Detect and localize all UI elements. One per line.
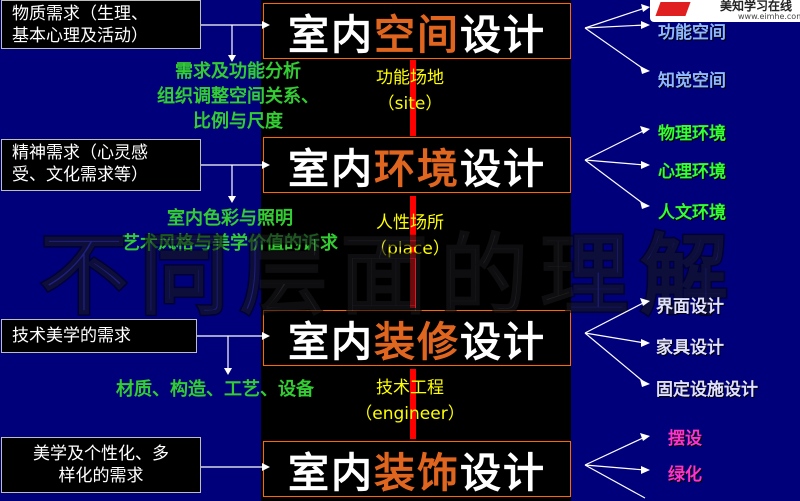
item-perceptual-space: 知觉空间 [658, 71, 726, 91]
place-note: 人性场所 （place） [350, 210, 470, 262]
connector-line-1 [410, 60, 416, 136]
note-line: 组织调整空间关系、 [157, 86, 319, 107]
title-suffix: 设计 [460, 145, 546, 193]
item-cultural-environment: 人文环境 [658, 203, 726, 223]
title-prefix: 室内 [288, 145, 374, 193]
title-renovation-design: 室内装修设计 [263, 310, 571, 366]
connector-line-2 [410, 196, 416, 308]
need-text: 基本心理及活动） [12, 26, 148, 46]
need-text: 物质需求（生理、 [12, 4, 148, 24]
note-line: 功能场地 [376, 68, 444, 88]
note-line: 室内色彩与照明 [167, 208, 293, 229]
note-line: （site） [377, 94, 443, 114]
item-furnishing: 摆设 [668, 429, 702, 449]
note-line: 技术工程 [376, 378, 444, 398]
item-greenery: 绿化 [668, 465, 702, 485]
need-text: 精神需求（心灵感 [12, 143, 148, 163]
need-box-material: 物质需求（生理、 基本心理及活动） [1, 0, 201, 49]
note-line: （engineer） [355, 404, 465, 424]
need-box-spiritual: 精神需求（心灵感 受、文化需求等） [1, 139, 201, 191]
need-box-technical: 技术美学的需求 [1, 319, 197, 353]
item-physical-environment: 物理环境 [658, 124, 726, 144]
item-functional-space: 功能空间 [658, 23, 726, 43]
title-suffix: 设计 [460, 11, 546, 59]
need-text: 样化的需求 [58, 466, 144, 486]
need-text: 技术美学的需求 [12, 326, 131, 346]
connector-line-3 [410, 369, 416, 439]
item-interface-design: 界面设计 [656, 297, 724, 317]
engineer-note: 技术工程 （engineer） [340, 375, 480, 427]
title-prefix: 室内 [288, 318, 374, 366]
title-highlight: 装饰 [374, 449, 460, 497]
analysis-note-1: 需求及功能分析 组织调整空间关系、 比例与尺度 [128, 59, 348, 134]
logo-text: 美知学习在线 [720, 0, 793, 13]
need-text: 美学及个性化、多 [33, 444, 169, 464]
site-logo: 美知学习在线 www.eimhe.com [650, 0, 800, 22]
note-line: 比例与尺度 [193, 111, 283, 132]
item-fixtures-design: 固定设施设计 [656, 380, 758, 400]
item-psychological-environment: 心理环境 [658, 162, 726, 182]
analysis-note-3: 材质、构造、工艺、设备 [90, 377, 340, 402]
center-column [261, 0, 571, 501]
title-highlight: 空间 [374, 11, 460, 59]
item-furniture-design: 家具设计 [656, 338, 724, 358]
need-box-aesthetic: 美学及个性化、多 样化的需求 [1, 437, 201, 493]
title-suffix: 设计 [460, 449, 546, 497]
note-line: 艺术风格与美学价值的诉求 [122, 233, 338, 254]
title-highlight: 装修 [374, 318, 460, 366]
site-note: 功能场地 （site） [350, 65, 470, 117]
note-line: 人性场所 [376, 213, 444, 233]
title-space-design: 室内空间设计 [263, 3, 571, 59]
note-line: 材质、构造、工艺、设备 [116, 379, 314, 400]
title-environment-design: 室内环境设计 [263, 137, 571, 193]
title-highlight: 环境 [374, 145, 460, 193]
note-line: （place） [370, 239, 450, 259]
title-prefix: 室内 [288, 449, 374, 497]
note-line: 需求及功能分析 [175, 61, 301, 82]
logo-url: www.eimhe.com [738, 12, 800, 21]
title-prefix: 室内 [288, 11, 374, 59]
analysis-note-2: 室内色彩与照明 艺术风格与美学价值的诉求 [100, 206, 360, 256]
title-suffix: 设计 [460, 318, 546, 366]
need-text: 受、文化需求等） [12, 165, 148, 185]
title-decoration-design: 室内装饰设计 [263, 441, 571, 497]
